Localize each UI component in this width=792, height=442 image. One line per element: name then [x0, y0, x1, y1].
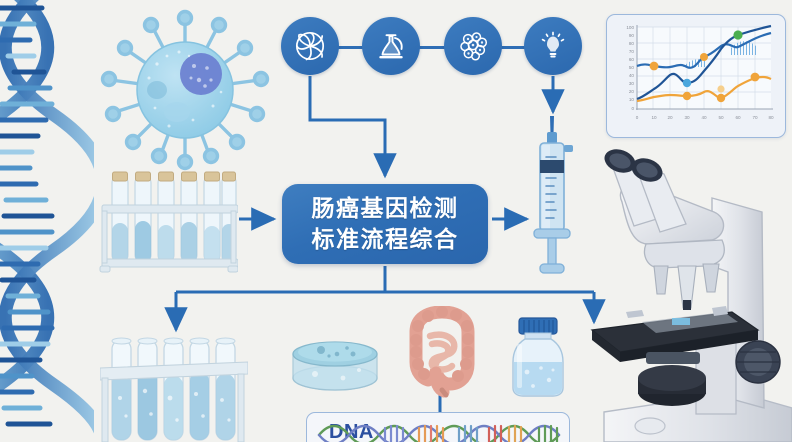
- orange-marker-5: [716, 93, 726, 103]
- virus-cell-illustration: [100, 9, 270, 171]
- line-chart-card[interactable]: 100 90 80 70 60 50 40 30 20 10 0 0 10 20 30 40 5…: [606, 14, 786, 138]
- svg-text:60: 60: [629, 57, 635, 62]
- svg-text:30: 30: [684, 115, 690, 120]
- lightbulb-icon[interactable]: [524, 17, 582, 75]
- svg-text:70: 70: [752, 115, 758, 120]
- objective-lenses: [653, 263, 720, 310]
- svg-text:0: 0: [636, 115, 639, 120]
- test-tube: [163, 337, 184, 441]
- intestine-illustration: [409, 306, 475, 398]
- bulb-glyph: [541, 31, 565, 58]
- svg-text:10: 10: [629, 97, 635, 102]
- orange-marker-1: [649, 61, 659, 71]
- connector-icons-to-box: [308, 76, 397, 179]
- svg-text:40: 40: [629, 73, 635, 78]
- svg-text:0: 0: [631, 106, 634, 111]
- petri-dish-illustration: [292, 341, 378, 391]
- hatch-band-2: [731, 41, 757, 55]
- reagent-bottle-illustration: [512, 317, 564, 397]
- svg-text:80: 80: [629, 41, 635, 46]
- focus-knob: [735, 340, 781, 384]
- icon-row-connector: [338, 46, 548, 49]
- svg-text:40: 40: [701, 115, 707, 120]
- x-axis-ticks: 0 10 20 30 40 50 60 70 80: [636, 115, 774, 120]
- test-tube: [180, 171, 198, 264]
- chart-markers: [649, 30, 760, 103]
- test-tube: [215, 337, 236, 441]
- svg-text:30: 30: [629, 81, 635, 86]
- process-title-box[interactable]: 肠癌基因检测 标准流程综合: [282, 184, 488, 264]
- svg-text:60: 60: [735, 115, 741, 120]
- eyepieces: [604, 149, 687, 233]
- cells-glyph: [460, 32, 488, 61]
- test-tube: [157, 171, 175, 264]
- orange-marker-4: [717, 85, 725, 93]
- test-tube: [137, 337, 158, 441]
- svg-text:20: 20: [629, 89, 635, 94]
- svg-text:50: 50: [718, 115, 724, 120]
- flask-glyph: [379, 34, 403, 59]
- test-tube: [111, 171, 129, 264]
- syringe-illustration: [533, 116, 573, 274]
- svg-text:20: 20: [667, 115, 673, 120]
- orange-marker-6: [750, 72, 760, 82]
- test-tube: [189, 337, 210, 441]
- blue-marker-1: [682, 78, 692, 88]
- test-tube-rack-top: [99, 171, 238, 273]
- svg-text:100: 100: [626, 25, 634, 30]
- svg-text:70: 70: [629, 49, 635, 54]
- dna-ribbon-horizontal: [317, 424, 561, 442]
- microscope-illustration: [590, 149, 792, 442]
- process-title-line2: 标准流程综合: [311, 226, 459, 252]
- test-tube: [203, 171, 221, 264]
- svg-text:80: 80: [768, 115, 774, 120]
- hatch-band-1: [683, 59, 707, 67]
- svg-text:10: 10: [651, 115, 657, 120]
- test-tube: [134, 171, 152, 264]
- svg-text:90: 90: [629, 33, 635, 38]
- dna-sequence-card[interactable]: DNA: [306, 412, 570, 442]
- spiral-glyph: [295, 31, 325, 61]
- test-tube-rack-bottom: [100, 337, 248, 442]
- green-marker-1: [733, 30, 743, 40]
- specimen-stage: [590, 306, 760, 364]
- orange-marker-3: [682, 91, 692, 101]
- orange-marker-2: [700, 53, 708, 61]
- y-axis-ticks: 100 90 80 70 60 50 40 30 20 10 0: [626, 25, 634, 111]
- flask-retort-icon[interactable]: [362, 17, 420, 75]
- test-tube: [111, 337, 132, 441]
- process-title-line1: 肠癌基因检测: [311, 195, 459, 222]
- chart-svg: 100 90 80 70 60 50 40 30 20 10 0 0 10 20 30 40 5…: [626, 24, 774, 120]
- svg-text:50: 50: [629, 65, 635, 70]
- dna-helix-vertical: [0, 0, 94, 434]
- spiral-swirl-icon[interactable]: [281, 17, 339, 75]
- cell-cluster-icon[interactable]: [444, 17, 502, 75]
